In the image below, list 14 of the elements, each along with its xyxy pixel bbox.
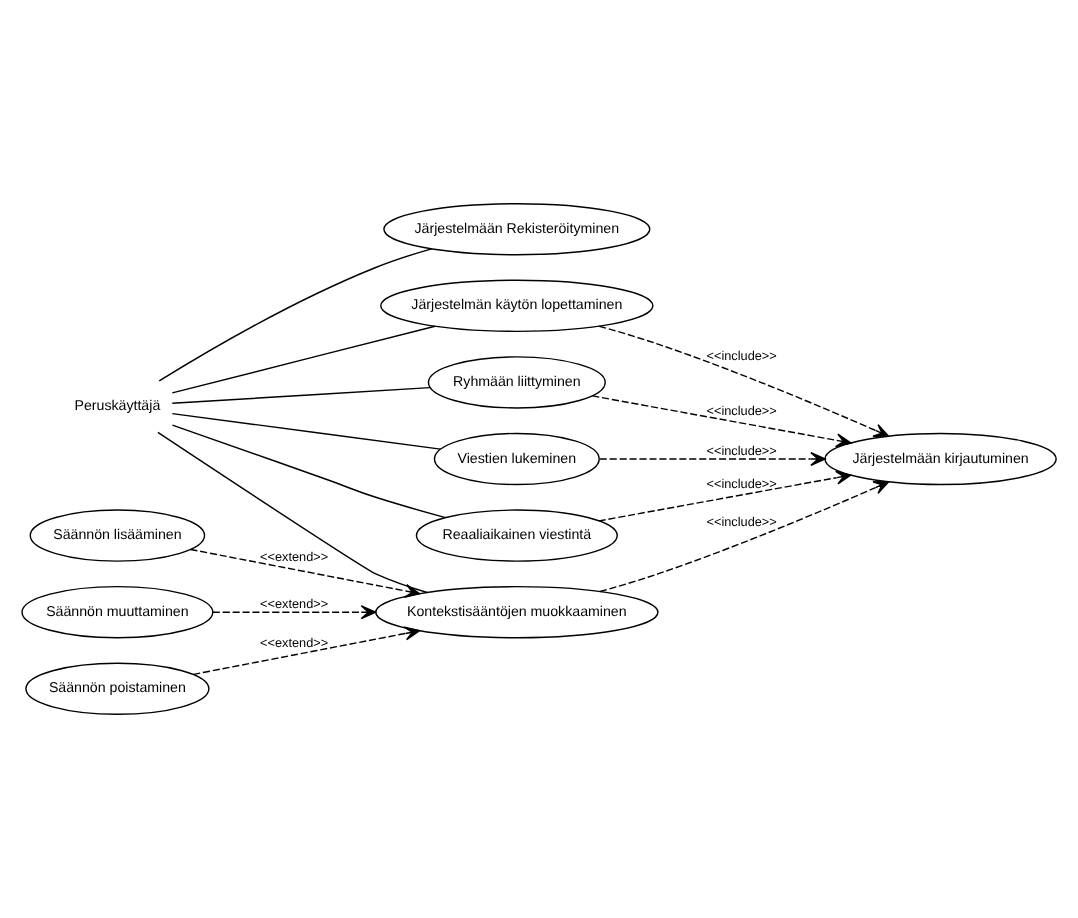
arrow xyxy=(598,470,852,522)
arrow xyxy=(599,481,890,593)
connector xyxy=(157,431,428,594)
connector xyxy=(171,386,431,404)
arrow xyxy=(212,605,377,620)
arrow xyxy=(189,548,421,598)
arrow xyxy=(192,626,421,676)
connector xyxy=(171,412,442,450)
connector xyxy=(158,248,433,382)
connector xyxy=(171,424,447,519)
arrow xyxy=(598,325,890,437)
arrow xyxy=(599,451,826,467)
connector xyxy=(171,325,436,394)
arrow xyxy=(591,395,852,448)
